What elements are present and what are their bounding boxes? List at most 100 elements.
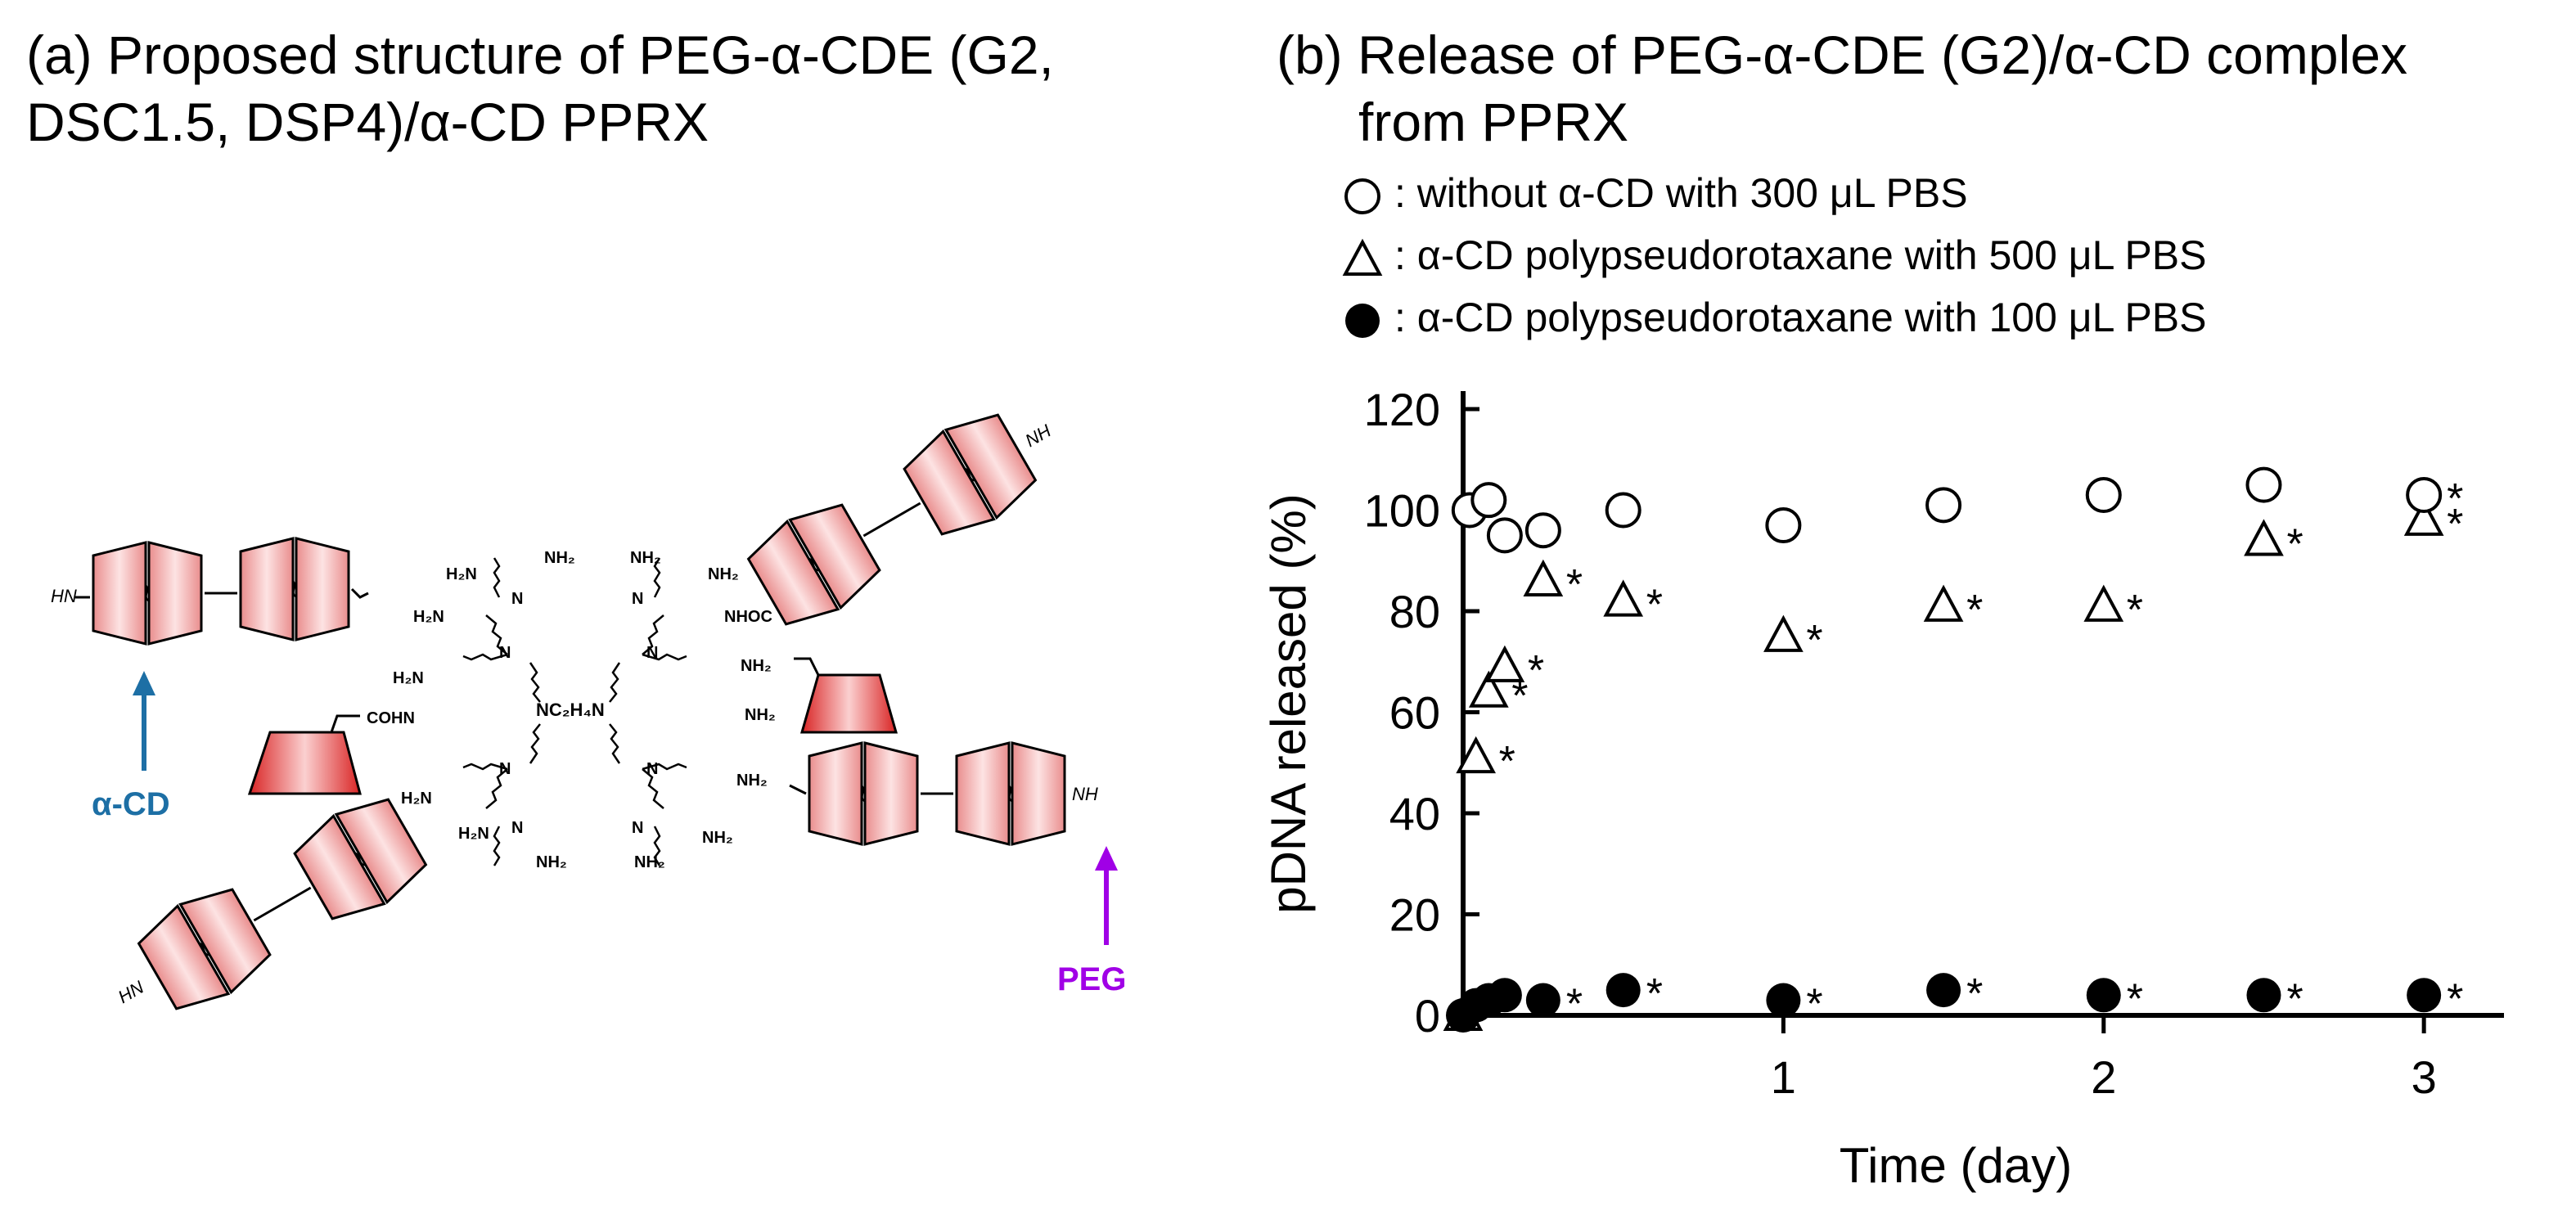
svg-text:NH₂: NH₂ xyxy=(736,772,768,790)
svg-text:H₂N: H₂N xyxy=(393,669,424,687)
data-point-open-circle xyxy=(2406,476,2443,513)
data-point-open-circle xyxy=(2085,476,2122,513)
cohn-label: COHN xyxy=(367,709,415,727)
peg-arrow: PEG xyxy=(1057,846,1126,997)
legend-entry-open-circle: : without α-CD with 300 μL PBS xyxy=(1342,169,1968,218)
data-point-open-triangle xyxy=(1484,645,1525,682)
nhoc-label: NHOC xyxy=(724,608,772,626)
svg-text:N: N xyxy=(646,644,658,662)
x-axis-label: Time (day) xyxy=(1840,1138,2072,1193)
svg-text:N: N xyxy=(646,760,658,778)
svg-text:NH₂: NH₂ xyxy=(708,565,739,583)
data-point-filled-circle xyxy=(2246,978,2281,1013)
svg-text:N: N xyxy=(499,644,511,662)
y-tick-label: 100 xyxy=(1364,485,1440,537)
data-point-filled-circle xyxy=(1926,973,1961,1008)
svg-text:NH₂: NH₂ xyxy=(544,549,575,567)
data-point-open-circle xyxy=(1605,492,1642,529)
x-tick-label: 3 xyxy=(2412,1051,2437,1103)
data-point-open-circle xyxy=(1765,507,1802,544)
data-point-open-triangle xyxy=(1523,559,1564,596)
data-point-open-circle xyxy=(1470,482,1507,519)
peg-chain-right: NH xyxy=(789,743,1098,844)
svg-text:NH₂: NH₂ xyxy=(634,853,665,871)
data-point-open-triangle xyxy=(1603,579,1644,617)
significance-asterisk: * xyxy=(2447,475,2463,523)
significance-asterisk: * xyxy=(1511,673,1528,720)
svg-text:N: N xyxy=(511,819,523,837)
panel-b-title-line2: from PPRX xyxy=(1358,92,1629,152)
data-point-open-triangle xyxy=(1456,736,1497,774)
data-point-open-circle xyxy=(1524,512,1561,549)
data-point-open-triangle xyxy=(2083,584,2124,622)
svg-text:NH₂: NH₂ xyxy=(745,706,776,724)
x-tick-label: 1 xyxy=(1771,1051,1796,1103)
significance-asterisk: * xyxy=(1806,980,1822,1028)
svg-text:NH₂: NH₂ xyxy=(536,853,567,871)
chart-marks: ****************** xyxy=(1443,466,2463,1033)
significance-asterisk: * xyxy=(1566,980,1583,1028)
svg-text:N: N xyxy=(499,760,511,778)
structure-diagram: HN NH HN NH COHN NHOC NC₂ xyxy=(51,344,1126,1080)
acd-label: α-CD xyxy=(92,786,170,822)
acd-cap-right: NHOC xyxy=(724,608,898,734)
peg-chain-left: HN xyxy=(51,538,369,644)
significance-asterisk: * xyxy=(2447,975,2463,1023)
panel-a-title-line1: (a) Proposed structure of PEG-α-CDE (G2, xyxy=(26,25,1054,85)
hn-label: HN xyxy=(51,586,77,606)
y-tick-label: 120 xyxy=(1364,384,1440,435)
data-point-open-triangle xyxy=(1468,670,1509,708)
data-point-filled-circle xyxy=(2086,978,2121,1013)
panel-a-title-line2: DSC1.5, DSP4)/α-CD PPRX xyxy=(26,92,709,152)
data-point-open-circle xyxy=(1925,487,1962,524)
nh-label: NH xyxy=(1072,784,1098,804)
svg-text:H₂N: H₂N xyxy=(458,825,489,843)
data-point-open-triangle xyxy=(1923,584,1964,622)
dendrimer-core: NC₂H₄N N N N N N N N N H₂N NH₂ NH₂ xyxy=(393,549,776,871)
significance-asterisk: * xyxy=(2127,587,2143,634)
svg-text:H₂N: H₂N xyxy=(401,790,432,808)
significance-asterisk: * xyxy=(1966,970,1983,1018)
open-triangle-marker-icon xyxy=(1342,238,1383,276)
acd-cap-left: COHN xyxy=(247,709,415,795)
legend-label: : α-CD polypseudorotaxane with 100 μL PB… xyxy=(1394,295,2207,340)
significance-asterisk: * xyxy=(1528,647,1544,695)
x-tick-label: 2 xyxy=(2091,1051,2116,1103)
svg-text:N: N xyxy=(511,590,523,608)
legend-entry-filled-circle: : α-CD polypseudorotaxane with 100 μL PB… xyxy=(1342,293,2207,342)
svg-text:H₂N: H₂N xyxy=(446,565,477,583)
svg-text:H₂N: H₂N xyxy=(413,608,444,626)
significance-asterisk: * xyxy=(2127,975,2143,1023)
significance-asterisk: * xyxy=(1646,970,1663,1018)
data-point-filled-circle xyxy=(1487,978,1522,1013)
core-label: NC₂H₄N xyxy=(536,700,605,720)
data-point-filled-circle xyxy=(1525,983,1560,1018)
y-tick-label: 80 xyxy=(1389,586,1440,637)
significance-asterisk: * xyxy=(1646,582,1663,629)
data-point-open-triangle xyxy=(2403,498,2444,536)
significance-asterisk: * xyxy=(2286,521,2303,569)
significance-asterisk: * xyxy=(1566,561,1583,609)
significance-asterisk: * xyxy=(1499,738,1515,785)
y-tick-label: 40 xyxy=(1389,788,1440,839)
data-point-filled-circle xyxy=(2407,978,2442,1013)
significance-asterisk: * xyxy=(1966,587,1983,634)
open-circle-marker-icon xyxy=(1344,178,1380,214)
data-point-open-circle xyxy=(1486,517,1523,554)
y-tick-label: 60 xyxy=(1389,687,1440,739)
significance-asterisk: * xyxy=(2447,501,2463,548)
data-point-filled-circle xyxy=(1766,983,1801,1018)
svg-text:NH₂: NH₂ xyxy=(702,829,733,847)
svg-text:N: N xyxy=(632,590,643,608)
svg-text:NH₂: NH₂ xyxy=(741,657,772,675)
significance-asterisk: * xyxy=(1806,617,1822,664)
data-point-open-triangle xyxy=(2244,519,2284,556)
y-axis-label: pDNA released (%) xyxy=(1261,493,1316,914)
svg-text:NH₂: NH₂ xyxy=(630,549,661,567)
legend-entry-open-triangle: : α-CD polypseudorotaxane with 500 μL PB… xyxy=(1342,231,2207,280)
data-point-filled-circle xyxy=(1605,973,1641,1008)
svg-text:N: N xyxy=(632,819,643,837)
filled-circle-marker-icon xyxy=(1345,303,1380,338)
